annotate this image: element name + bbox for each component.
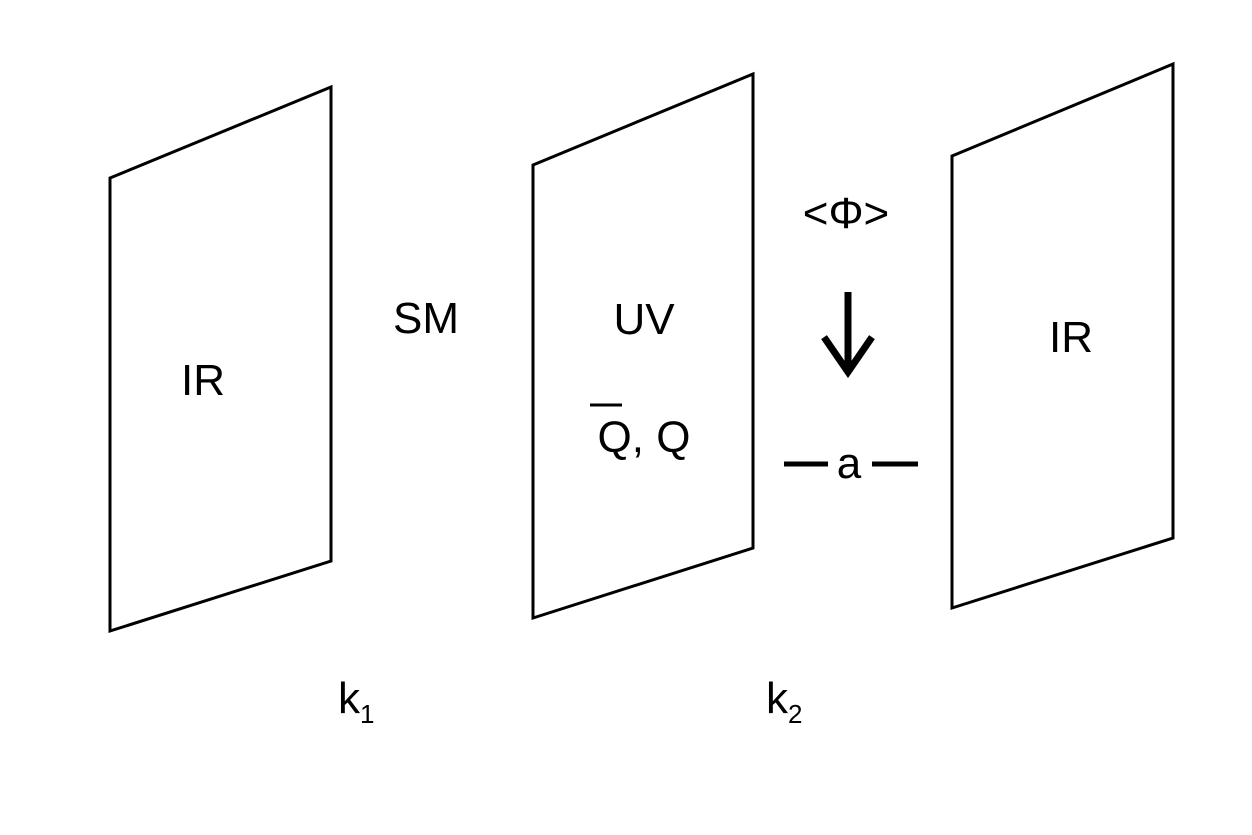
ir-brane-left-label: IR [181, 356, 225, 405]
curvature-k2: k2 [766, 674, 802, 729]
k1-base: k [338, 674, 361, 723]
vev-label: <Φ> [803, 189, 890, 238]
curvature-k1: k1 [338, 674, 374, 729]
ir-brane-right: IR [950, 61, 1175, 611]
k2-subscript: 2 [788, 699, 802, 729]
k2-base: k [766, 674, 789, 723]
k1-subscript: 1 [360, 699, 374, 729]
axion: a [784, 439, 918, 488]
ir-brane-left: IR [108, 84, 333, 634]
q-field: Q [656, 413, 690, 462]
uv-brane-label: UV [613, 295, 675, 344]
uv-brane-fields: Q, Q [598, 413, 691, 462]
ir-brane-right-plane [950, 61, 1175, 611]
down-arrow-icon [821, 292, 875, 379]
uv-brane-plane [531, 71, 755, 621]
q-bar-field: Q [598, 413, 632, 462]
sm-region-label: SM [393, 294, 459, 343]
ir-brane-right-label: IR [1049, 313, 1093, 362]
ir-brane-left-plane [108, 84, 333, 634]
uv-brane: UV Q, Q [531, 71, 755, 621]
axion-label: a [837, 439, 862, 488]
field-separator: , [632, 413, 656, 462]
